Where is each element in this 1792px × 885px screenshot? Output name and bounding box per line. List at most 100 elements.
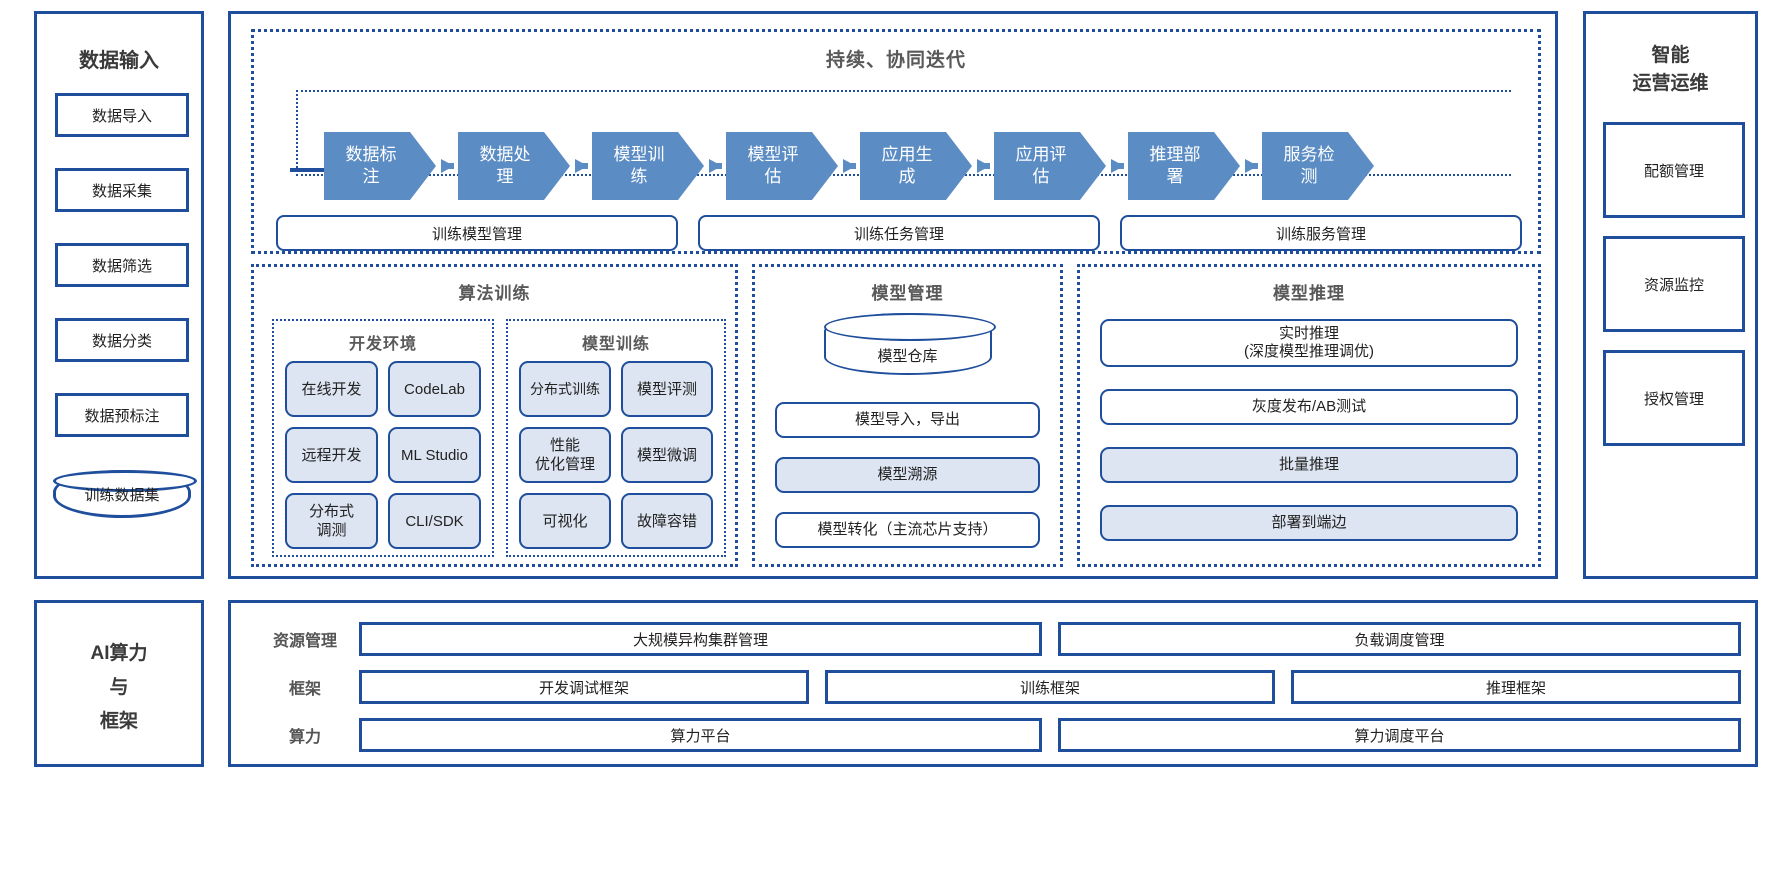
- authorization-management-box[interactable]: 授权管理: [1603, 350, 1745, 446]
- pipeline-step-3-label: 模型评估: [747, 145, 799, 186]
- inference-framework-box[interactable]: 推理框架: [1291, 670, 1741, 704]
- gray-release-ab-test-box[interactable]: 灰度发布/AB测试: [1100, 389, 1518, 425]
- resource-monitoring-label: 资源监控: [1643, 276, 1704, 294]
- training-framework-box[interactable]: 训练框架: [825, 670, 1275, 704]
- pipeline-step-3[interactable]: 模型评估: [726, 132, 838, 200]
- model-inference-title: 模型推理: [1273, 284, 1345, 303]
- large-scale-cluster-management-box[interactable]: 大规模异构集群管理: [359, 622, 1042, 656]
- pipeline-step-2[interactable]: 模型训练: [592, 132, 704, 200]
- algorithm-training-block: 算法训练 开发环境 在线开发 CodeLab 远程开发 ML Studio 分布…: [251, 264, 738, 567]
- chip-ml-studio-label: ML Studio: [401, 446, 468, 464]
- pipeline-step-7[interactable]: 服务检测: [1262, 132, 1374, 200]
- data-input-item-0[interactable]: 数据导入: [55, 93, 189, 137]
- inference-framework-label: 推理框架: [1485, 679, 1546, 697]
- chip-model-evaluation[interactable]: 模型评测: [621, 361, 713, 417]
- pipeline-step-1[interactable]: 数据处理: [458, 132, 570, 200]
- arrow-right-icon: [440, 159, 454, 173]
- framework-row-label: 框架: [288, 681, 321, 698]
- pipeline-step-5[interactable]: 应用评估: [994, 132, 1106, 200]
- quota-management-label: 配额管理: [1643, 162, 1704, 180]
- chip-distributed-training[interactable]: 分布式训练: [519, 361, 611, 417]
- dev-environment-title: 开发环境: [348, 336, 417, 353]
- model-lineage-box[interactable]: 模型溯源: [775, 457, 1040, 493]
- arrow-right-icon: [574, 159, 588, 173]
- compute-platform-label: 算力平台: [670, 727, 731, 745]
- resource-management-row-label: 资源管理: [272, 633, 337, 650]
- model-repository-cylinder[interactable]: 模型仓库: [823, 313, 996, 375]
- platform-center-panel: 持续、协同迭代 数据标注 数据处理 模型训练 模型评估 应用生成 应用评估 推理…: [228, 11, 1558, 579]
- pipeline-step-4[interactable]: 应用生成: [860, 132, 972, 200]
- chip-cli-sdk[interactable]: CLI/SDK: [388, 493, 481, 549]
- chip-fault-tolerance-label: 故障容错: [636, 512, 697, 530]
- resource-management-boxes: 大规模异构集群管理 负载调度管理: [359, 622, 1741, 656]
- data-input-item-1[interactable]: 数据采集: [55, 168, 189, 212]
- training-dataset-cylinder[interactable]: 训练数据集: [53, 470, 197, 518]
- chip-distributed-debug[interactable]: 分布式调测: [285, 493, 378, 549]
- model-import-export-box[interactable]: 模型导入，导出: [775, 402, 1040, 438]
- model-training-title: 模型训练: [581, 336, 650, 353]
- pipeline-step-6[interactable]: 推理部署: [1128, 132, 1240, 200]
- pipeline-step-1-label: 数据处理: [479, 145, 531, 186]
- data-input-item-2-label: 数据筛选: [91, 257, 152, 275]
- batch-inference-box[interactable]: 批量推理: [1100, 447, 1518, 483]
- training-task-management-label: 训练任务管理: [853, 225, 944, 243]
- training-task-management-button[interactable]: 训练任务管理: [698, 215, 1100, 251]
- compute-scheduling-platform-box[interactable]: 算力调度平台: [1058, 718, 1741, 752]
- training-dataset-label: 训练数据集: [84, 486, 160, 504]
- training-service-management-label: 训练服务管理: [1275, 225, 1366, 243]
- chip-model-finetune[interactable]: 模型微调: [621, 427, 713, 483]
- dev-debug-framework-box[interactable]: 开发调试框架: [359, 670, 809, 704]
- data-input-item-3[interactable]: 数据分类: [55, 318, 189, 362]
- data-input-item-0-label: 数据导入: [91, 107, 152, 125]
- batch-inference-label: 批量推理: [1278, 456, 1339, 473]
- arrow-right-icon: [842, 159, 856, 173]
- framework-row: 框架 开发调试框架 训练框架 推理框架: [251, 669, 1741, 705]
- dev-environment-group: 开发环境 在线开发 CodeLab 远程开发 ML Studio 分布式调测 C…: [272, 319, 494, 557]
- quota-management-box[interactable]: 配额管理: [1603, 122, 1745, 218]
- chip-remote-dev-label: 远程开发: [301, 446, 362, 464]
- pipeline-step-0[interactable]: 数据标注: [324, 132, 436, 200]
- data-input-item-2[interactable]: 数据筛选: [55, 243, 189, 287]
- data-input-column: 数据输入 数据导入 数据采集 数据筛选 数据分类 数据预标注 训练数据集: [34, 11, 204, 579]
- data-input-title: 数据输入: [79, 50, 159, 72]
- pipeline-step-4-label: 应用生成: [881, 145, 933, 186]
- model-lineage-label: 模型溯源: [877, 466, 938, 483]
- chip-visualization[interactable]: 可视化: [519, 493, 611, 549]
- training-service-management-button[interactable]: 训练服务管理: [1120, 215, 1522, 251]
- model-conversion-box[interactable]: 模型转化（主流芯片支持）: [775, 512, 1040, 548]
- dev-debug-framework-label: 开发调试框架: [538, 679, 629, 697]
- pipeline-connector-3: [838, 132, 860, 200]
- edge-deployment-box[interactable]: 部署到端边: [1100, 505, 1518, 541]
- chip-distributed-debug-label: 分布式调测: [308, 503, 354, 539]
- chip-codelab[interactable]: CodeLab: [388, 361, 481, 417]
- training-model-management-button[interactable]: 训练模型管理: [276, 215, 678, 251]
- model-management-title: 模型管理: [871, 284, 944, 303]
- chip-online-dev[interactable]: 在线开发: [285, 361, 378, 417]
- realtime-inference-box[interactable]: 实时推理(深度模型推理调优): [1100, 319, 1518, 367]
- chip-distributed-training-label: 分布式训练: [530, 380, 600, 397]
- resource-monitoring-box[interactable]: 资源监控: [1603, 236, 1745, 332]
- chip-cli-sdk-label: CLI/SDK: [405, 512, 464, 530]
- load-scheduling-management-box[interactable]: 负载调度管理: [1058, 622, 1741, 656]
- data-input-item-4[interactable]: 数据预标注: [55, 393, 189, 437]
- chip-performance-optimization[interactable]: 性能优化管理: [519, 427, 611, 483]
- training-framework-label: 训练框架: [1019, 679, 1080, 697]
- iteration-loop-arrow-icon: [290, 165, 336, 179]
- chip-fault-tolerance[interactable]: 故障容错: [621, 493, 713, 549]
- pipeline-connector-4: [972, 132, 994, 200]
- compute-boxes: 算力平台 算力调度平台: [359, 718, 1741, 752]
- data-input-item-3-label: 数据分类: [91, 332, 152, 350]
- model-training-chip-grid: 分布式训练 模型评测 性能优化管理 模型微调 可视化 故障容错: [519, 361, 713, 549]
- model-repository-label: 模型仓库: [877, 348, 938, 365]
- chip-ml-studio[interactable]: ML Studio: [388, 427, 481, 483]
- compute-scheduling-platform-label: 算力调度平台: [1354, 727, 1445, 745]
- arrow-right-icon: [1110, 159, 1124, 173]
- pipeline-connector-5: [1106, 132, 1128, 200]
- framework-boxes: 开发调试框架 训练框架 推理框架: [359, 670, 1741, 704]
- chip-codelab-label: CodeLab: [404, 380, 465, 398]
- compute-platform-box[interactable]: 算力平台: [359, 718, 1042, 752]
- chip-remote-dev[interactable]: 远程开发: [285, 427, 378, 483]
- pipeline-step-0-label: 数据标注: [345, 145, 397, 186]
- model-conversion-label: 模型转化（主流芯片支持）: [817, 521, 998, 538]
